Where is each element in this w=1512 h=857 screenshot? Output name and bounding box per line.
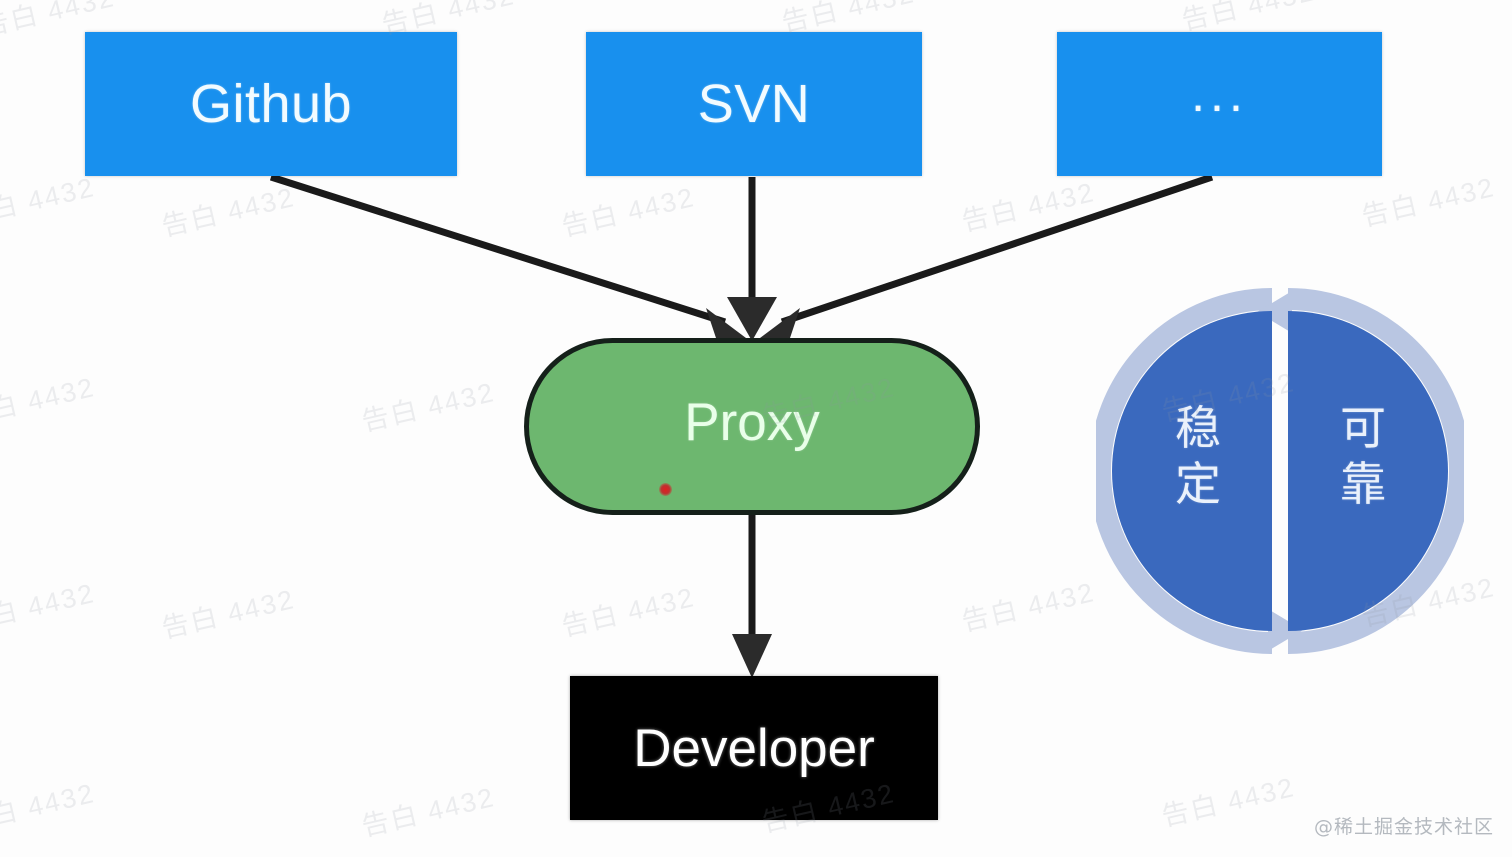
cycle-left-label: 稳定: [1175, 401, 1221, 512]
watermark-tile: 告白 4432: [558, 182, 698, 242]
cycle-right-arc-arrow: [1268, 288, 1464, 654]
attribution-watermark: @稀土掘金技术社区: [1313, 816, 1494, 838]
developer-box[interactable]: Developer: [570, 676, 938, 820]
source-box-github-label: Github: [189, 74, 353, 134]
laser-pointer-dot: [659, 483, 672, 496]
source-box-svn[interactable]: SVN: [586, 32, 922, 176]
arrow-github-to-proxy: [269, 173, 746, 338]
cycle-right-half: [1288, 311, 1448, 631]
watermark-tile: 告白 4432: [358, 782, 498, 842]
watermark-tile: 告白 4432: [1158, 772, 1298, 832]
watermark-tile: 告白 4432: [0, 172, 98, 232]
proxy-node-label: Proxy: [684, 393, 820, 452]
source-box-other-label: ...: [1191, 66, 1248, 122]
watermark-tile: 告白 4432: [0, 372, 98, 432]
source-box-other[interactable]: ...: [1057, 32, 1382, 176]
watermark-tile: 告白 4432: [358, 377, 498, 437]
arrow-svn-to-proxy: [727, 177, 777, 341]
watermark-tile: 告白 4432: [0, 578, 98, 638]
watermark-tile: 告白 4432: [558, 582, 698, 642]
cycle-right-label: 可靠: [1340, 401, 1386, 512]
developer-box-label: Developer: [633, 718, 875, 778]
watermark-tile: 告白 4432: [158, 182, 298, 242]
proxy-node[interactable]: Proxy: [524, 338, 980, 515]
watermark-tile: 告白 4432: [958, 577, 1098, 637]
stability-reliability-cycle-graphic: [1096, 288, 1464, 654]
cycle-left-half: [1112, 311, 1272, 631]
watermark-tile: 告白 4432: [158, 584, 298, 644]
watermark-tile: 告白 4432: [0, 778, 98, 838]
watermark-tile: 告白 4432: [958, 177, 1098, 237]
source-box-svn-label: SVN: [697, 74, 811, 134]
source-box-github[interactable]: Github: [85, 32, 457, 176]
arrow-proxy-to-developer: [732, 515, 772, 678]
